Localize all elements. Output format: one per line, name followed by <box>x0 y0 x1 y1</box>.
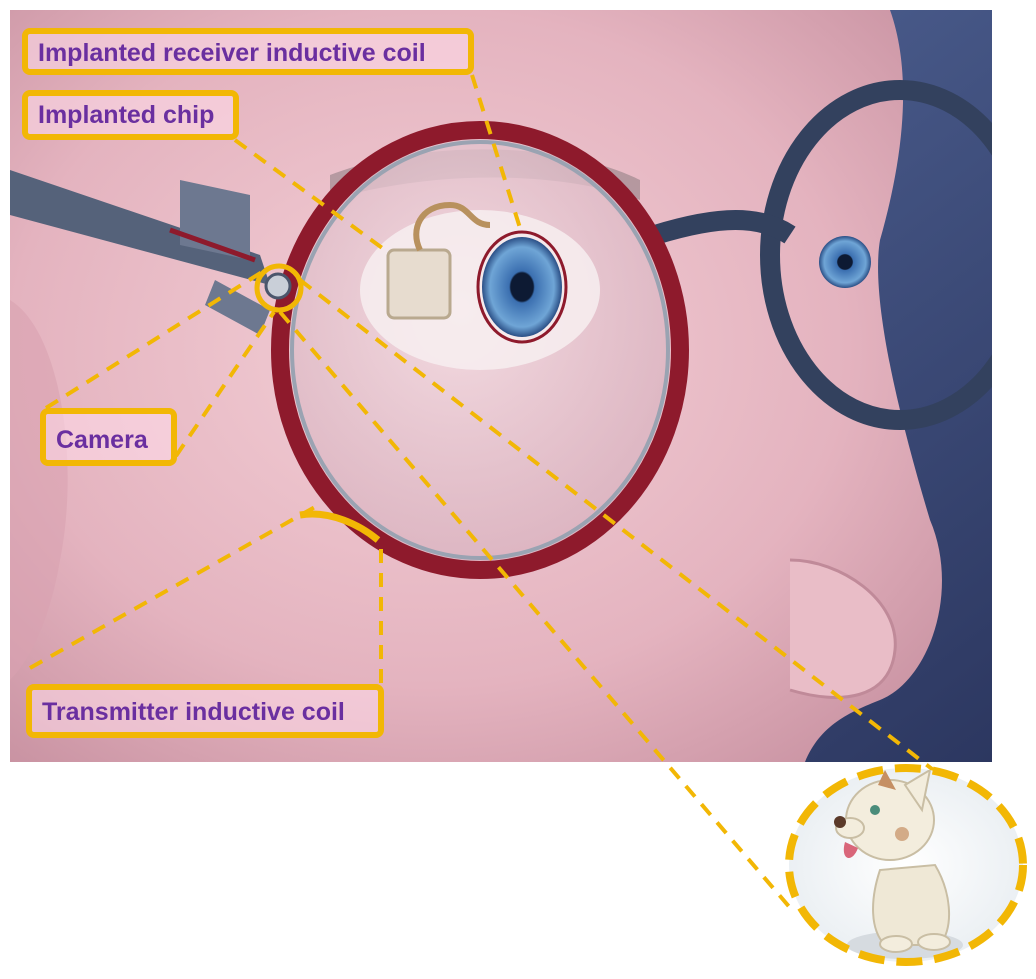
dog-nose <box>834 816 846 828</box>
transmitter-coil-label: Transmitter inductive coil <box>26 684 384 738</box>
far-eye <box>819 236 871 288</box>
implanted-chip-label: Implanted chip <box>22 90 239 140</box>
camera-lens <box>266 274 290 298</box>
implanted-chip <box>388 250 450 318</box>
camera-label: Camera <box>40 408 177 466</box>
dog-body <box>873 865 949 945</box>
dog-inset <box>789 768 1023 962</box>
dog-eye <box>870 805 880 815</box>
receiver-coil-label: Implanted receiver inductive coil <box>22 28 474 75</box>
iris <box>482 237 562 337</box>
dog-spot <box>895 827 909 841</box>
dog-front-paw <box>880 936 912 952</box>
dog-back-paw <box>918 934 950 950</box>
